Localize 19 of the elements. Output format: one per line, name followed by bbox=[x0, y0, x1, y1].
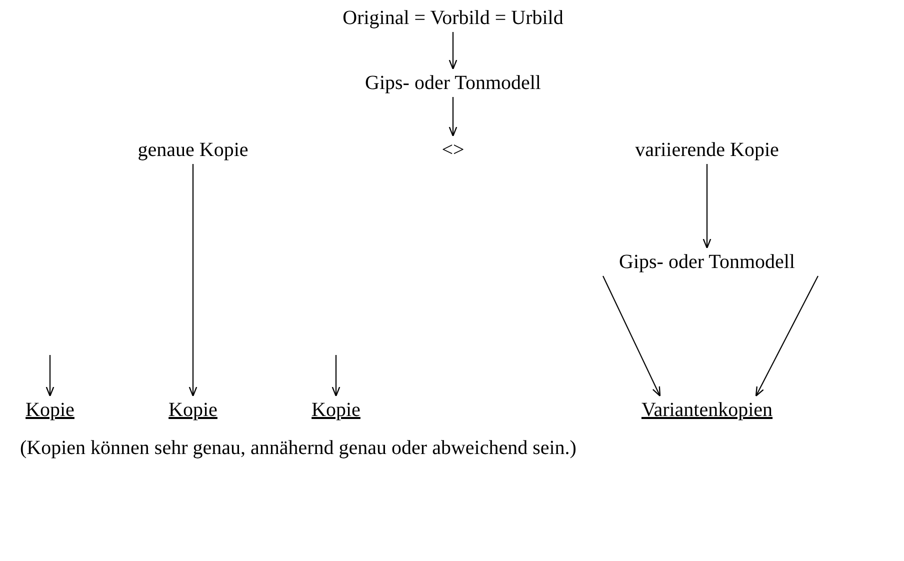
arrow bbox=[702, 164, 712, 249]
node-text: genaue Kopie bbox=[138, 138, 248, 162]
arrow bbox=[448, 32, 458, 70]
comparison-sign: <> bbox=[442, 138, 464, 162]
node-text: Kopie bbox=[26, 398, 74, 422]
arrow bbox=[188, 164, 198, 397]
node-text: Kopie bbox=[168, 398, 218, 422]
arrow bbox=[602, 276, 661, 397]
arrow bbox=[755, 276, 818, 397]
caption: (Kopien können sehr genau, annähernd genau oder abweichend sein.) bbox=[20, 437, 576, 460]
arrow bbox=[448, 97, 458, 137]
node-text: Gips- oder Tonmodell bbox=[365, 71, 541, 95]
arrow bbox=[46, 355, 54, 397]
node-text: Variantenkopien bbox=[641, 398, 773, 422]
node-text: variierende Kopie bbox=[635, 138, 779, 162]
node-text: Kopie bbox=[312, 398, 360, 422]
node-text: Original = Vorbild = Urbild bbox=[342, 6, 564, 30]
node-text: Gips- oder Tonmodell bbox=[619, 250, 795, 274]
arrow bbox=[332, 355, 340, 397]
